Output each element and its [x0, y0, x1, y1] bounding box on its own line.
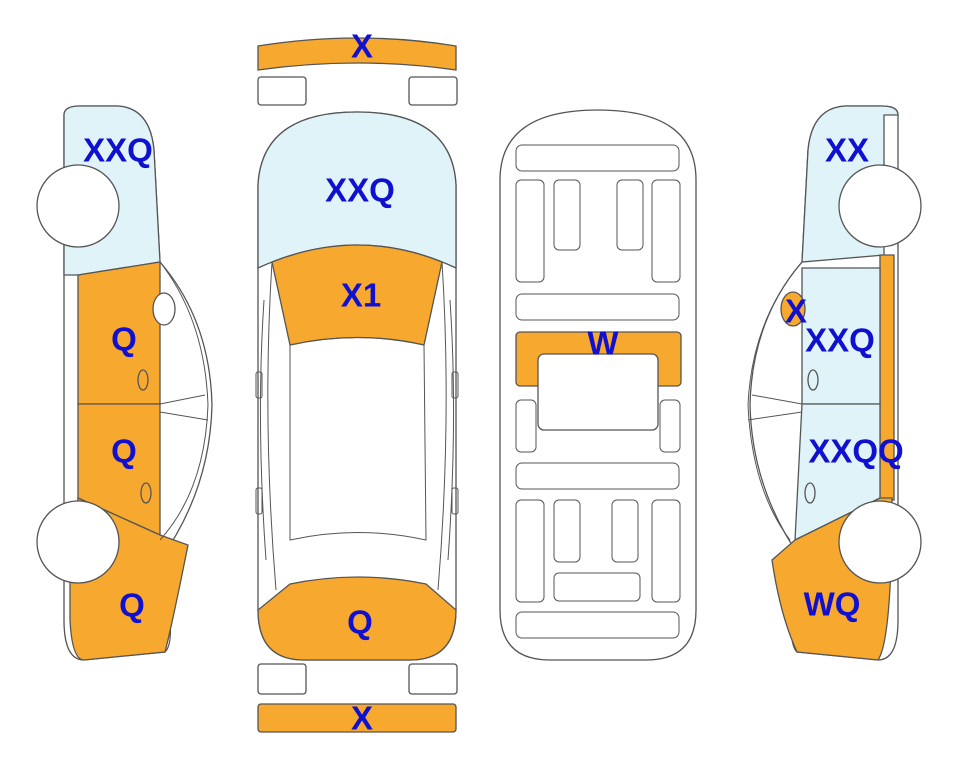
ub-rear-left-rail — [515, 499, 545, 603]
right-front-handle — [807, 369, 819, 391]
ub-lower-cross — [515, 462, 680, 490]
left-side-windows — [159, 261, 209, 541]
ub-front-cross — [515, 144, 680, 172]
right-side-view — [747, 105, 922, 661]
top-view-car — [255, 111, 459, 661]
top-trunk[interactable] — [257, 576, 457, 661]
top-side-line-right-inner — [447, 299, 455, 561]
label-left-front-door: Q — [111, 433, 137, 470]
top-mirror-right — [451, 371, 459, 399]
right-front-wheel — [838, 164, 922, 248]
top-handle-left — [255, 487, 263, 515]
left-side-view — [36, 105, 213, 661]
rear-bumper[interactable] — [257, 703, 457, 733]
ub-rear-cross — [515, 611, 680, 639]
right-window-line — [751, 394, 803, 405]
left-window-line — [159, 394, 206, 405]
right-window-line-2 — [747, 411, 803, 421]
top-side-line-left-inner — [259, 299, 267, 561]
ub-mid-right — [659, 399, 681, 453]
label-right-rear-window: XX — [825, 132, 869, 169]
front-headlight-left — [257, 76, 307, 106]
right-rear-handle — [804, 482, 816, 504]
label-right-rear-door: XXQQ — [808, 433, 903, 470]
right-rear-wheel — [838, 500, 922, 584]
ub-rear-left-inner — [553, 499, 581, 563]
ub-rear-right-rail — [651, 499, 681, 603]
left-front-wheel — [36, 500, 120, 584]
ub-front-right-rail — [651, 179, 681, 283]
ub-upper-cross — [515, 293, 680, 321]
left-rear-handle — [137, 369, 149, 391]
ub-rear-tank — [553, 572, 641, 602]
label-left-front-fender: Q — [119, 587, 145, 624]
ub-rear-right-inner — [611, 499, 639, 563]
label-top-hood: X1 — [341, 277, 381, 314]
rear-light-right — [408, 663, 458, 695]
label-right-front-door: XXQ — [805, 322, 875, 359]
ub-mid-left — [515, 399, 537, 453]
label-left-rear-door: Q — [111, 321, 137, 358]
label-front-bumper: X — [351, 28, 373, 65]
top-side-line-left — [267, 261, 277, 591]
ub-front-right-inner — [616, 179, 644, 251]
left-rear-wheel — [36, 164, 120, 248]
top-cabin — [289, 337, 427, 541]
top-handle-right — [451, 487, 459, 515]
label-top-windshield: XXQ — [325, 172, 395, 209]
front-bumper[interactable] — [257, 37, 457, 71]
right-side-windows — [747, 261, 803, 541]
ub-front-left-inner — [553, 179, 581, 251]
label-top-trunk: Q — [347, 604, 373, 641]
label-right-rear-fender: WQ — [804, 586, 861, 623]
right-mirror[interactable] — [780, 291, 806, 327]
damage-labels: X XXQ X1 Q X W XXQ Q Q Q XX X XXQ XXQQ W… — [83, 28, 904, 737]
left-mirror — [152, 292, 176, 326]
ub-center-plate — [537, 353, 659, 431]
underbody-view — [499, 109, 697, 661]
label-underbody-middle: W — [587, 325, 619, 362]
left-window-line-2 — [159, 411, 209, 421]
front-headlight-right — [408, 76, 458, 106]
ub-front-left-rail — [515, 179, 545, 283]
label-left-rear-window: XXQ — [83, 132, 153, 169]
rear-light-left — [257, 663, 307, 695]
top-mirror-left — [255, 371, 263, 399]
label-rear-bumper: X — [351, 700, 373, 737]
left-front-handle — [140, 482, 152, 504]
top-side-line-right — [437, 261, 447, 591]
label-right-mirror: X — [785, 293, 807, 330]
